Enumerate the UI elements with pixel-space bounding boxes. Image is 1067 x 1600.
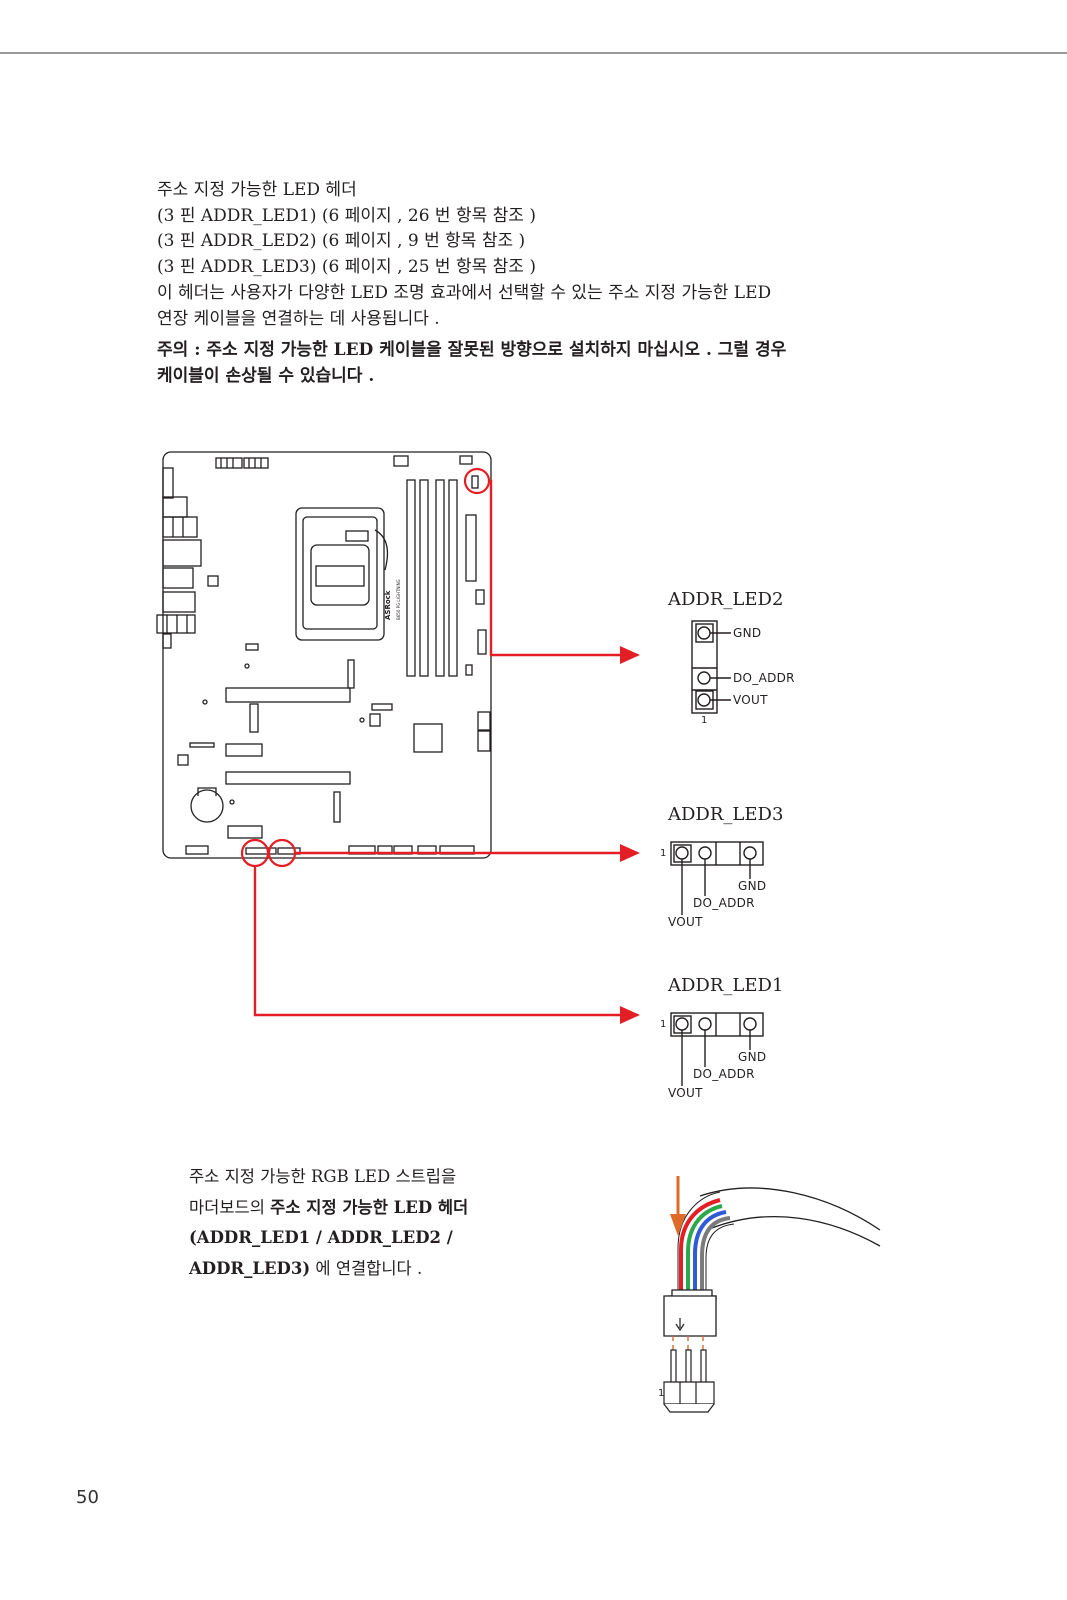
- ref-addr-led3: (3 핀 ADDR_LED3) (6 페이지 , 25 번 항목 참조 ): [157, 257, 536, 278]
- addr-led3-label: ADDR_LED3: [668, 804, 784, 825]
- addr-led2-vout-label: VOUT: [733, 693, 768, 707]
- addr-led1-pinout-drawing: [670, 1012, 764, 1086]
- addr-led3-do-addr-label: DO_ADDR: [693, 896, 755, 910]
- addr-led1-line: [253, 866, 620, 1017]
- led-strip-illustration: [663, 1176, 881, 1413]
- connect-instruction: 주소 지정 가능한 RGB LED 스트립을 마더보드의 주소 지정 가능한 L…: [189, 1162, 468, 1284]
- addr-led2-do-addr-label: DO_ADDR: [733, 671, 795, 685]
- addr-led2-gnd-label: GND: [733, 626, 762, 640]
- addr-led3-pinout-drawing: [670, 841, 764, 915]
- addr-led1-vout-label: VOUT: [668, 1086, 703, 1100]
- top-rule: [0, 52, 1067, 54]
- addr-led1-pin1-label: 1: [660, 1019, 667, 1030]
- ref-addr-led2: (3 핀 ADDR_LED2) (6 페이지 , 9 번 항목 참조 ): [157, 231, 526, 252]
- warning-line-2: 케이블이 손상될 수 있습니다 .: [157, 365, 375, 386]
- ref-addr-led1: (3 핀 ADDR_LED1) (6 페이지 , 26 번 항목 참조 ): [157, 205, 536, 226]
- addr-led1-gnd-label: GND: [738, 1050, 767, 1064]
- addr-led3-vout-label: VOUT: [668, 915, 703, 929]
- connect-line-4: ADDR_LED3) 에 연결합니다 .: [189, 1258, 423, 1278]
- addr-led2-line: [489, 479, 620, 657]
- motherboard-outline: [156, 451, 492, 859]
- strip-pin1-label: 1: [658, 1388, 665, 1399]
- addr-led2-arrowhead: [620, 646, 640, 664]
- addr-led1-arrowhead: [620, 1006, 640, 1024]
- description-line-1: 이 헤더는 사용자가 다양한 LED 조명 효과에서 선택할 수 있는 주소 지…: [157, 282, 772, 303]
- board-brand-logo: ASRock: [384, 590, 392, 620]
- addr-led2-pin1-label: 1: [701, 715, 708, 726]
- warning-line-1: 주의 : 주소 지정 가능한 LED 케이블을 잘못된 방향으로 설치하지 마십…: [157, 340, 787, 361]
- addr-led1-do-addr-label: DO_ADDR: [693, 1067, 755, 1081]
- section-title: 주소 지정 가능한 LED 헤더: [157, 180, 357, 200]
- addr-led3-pin1-label: 1: [660, 848, 667, 859]
- connect-line-1: 주소 지정 가능한 RGB LED 스트립을: [189, 1167, 457, 1186]
- description-line-2: 연장 케이블을 연결하는 데 사용됩니다 .: [157, 308, 440, 329]
- addr-led1-label: ADDR_LED1: [668, 975, 784, 996]
- page-number: 50: [76, 1487, 99, 1508]
- addr-led2-label: ADDR_LED2: [668, 589, 784, 610]
- connect-line-2: 마더보드의 주소 지정 가능한 LED 헤더: [189, 1197, 469, 1217]
- intro-text: 주소 지정 가능한 LED 헤더 (3 핀 ADDR_LED1) (6 페이지 …: [157, 178, 937, 390]
- addr-led3-arrowhead: [620, 844, 640, 862]
- connect-line-3: (ADDR_LED1 / ADDR_LED2 /: [189, 1228, 453, 1247]
- addr-led2-pinout-drawing: [691, 620, 731, 714]
- board-model-logo: B650 PG LIGHTNING: [396, 579, 401, 620]
- addr-led3-gnd-label: GND: [738, 879, 767, 893]
